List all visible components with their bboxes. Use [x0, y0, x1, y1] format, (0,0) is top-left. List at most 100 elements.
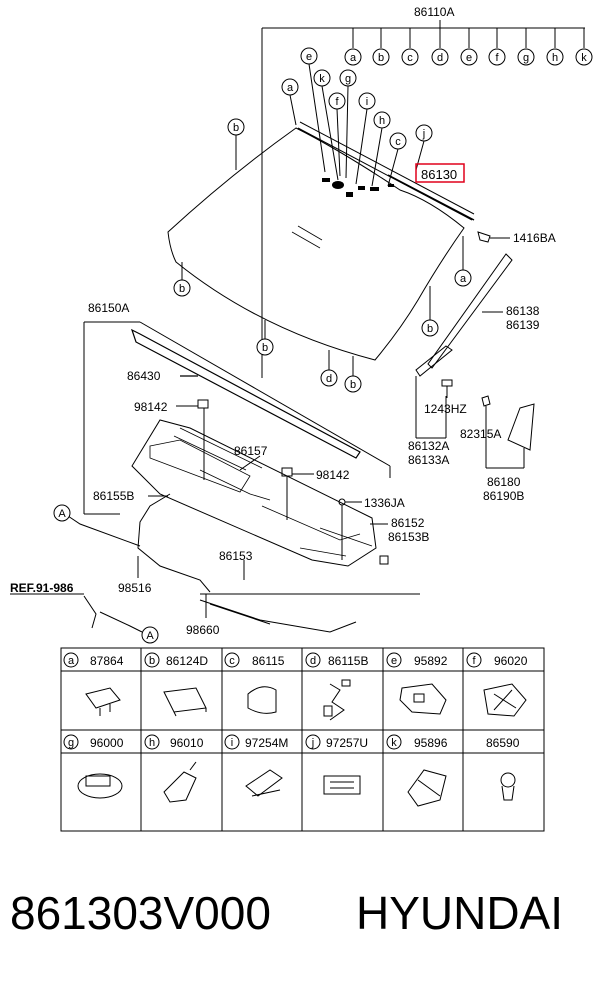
legend-row2-keys	[63, 734, 402, 750]
svg-text:a: a	[350, 52, 357, 64]
windshield-glass	[167, 121, 475, 361]
svg-text:c: c	[407, 52, 413, 64]
top-callout-circles	[344, 48, 593, 66]
label-86157: 86157	[234, 444, 268, 458]
svg-text:k: k	[581, 52, 587, 64]
point-a-markers	[53, 504, 159, 644]
svg-text:96000: 96000	[90, 736, 124, 750]
svg-text:b: b	[149, 655, 155, 667]
svg-text:g: g	[345, 73, 351, 85]
svg-text:86115B: 86115B	[328, 654, 368, 668]
hose-86155B	[137, 493, 211, 593]
svg-text:b: b	[179, 283, 185, 295]
label-82315A: 82315A	[460, 427, 501, 441]
clip-1416BA	[477, 231, 510, 243]
caption-part-number: 861303V000	[10, 887, 271, 939]
label-86155B: 86155B	[93, 489, 134, 503]
label-86130: 86130	[421, 167, 457, 182]
label-98516: 98516	[118, 581, 152, 595]
legend-row2-sketches	[77, 761, 516, 807]
label-86153B: 86153B	[388, 530, 429, 544]
top-callout-letters: a b c d e f g h k	[350, 52, 587, 64]
side-molding	[427, 253, 513, 369]
glass-mounted-clips	[322, 178, 394, 197]
svg-text:d: d	[326, 373, 332, 385]
hoses-98516-98660	[67, 515, 207, 618]
svg-text:95892: 95892	[414, 654, 448, 668]
upper-small-callout-letters: e k g f i a h c j b	[233, 51, 425, 148]
legend-row1-keys	[63, 652, 482, 668]
legend-row2-text: g 96000 h 96010 i 97254M j 97257U k 9589…	[68, 736, 520, 750]
svg-text:a: a	[68, 655, 75, 667]
glass-lower-leaders	[181, 236, 464, 376]
legend-row1-sketches	[85, 679, 527, 721]
svg-text:b: b	[233, 122, 239, 134]
svg-text:86115: 86115	[252, 654, 285, 668]
side-bracket-strip	[415, 345, 453, 439]
glass-lower-callout-letters: b b d b a b	[179, 273, 467, 391]
bracket-82315A	[481, 395, 535, 469]
label-1416BA: 1416BA	[513, 231, 556, 245]
svg-text:k: k	[391, 737, 397, 749]
svg-text:i: i	[231, 737, 233, 749]
svg-text:c: c	[395, 136, 401, 148]
svg-text:e: e	[466, 52, 472, 64]
svg-text:86590: 86590	[486, 736, 520, 750]
cowl-assembly-bracket	[83, 321, 420, 595]
caption-brand: HYUNDAI	[356, 887, 563, 939]
svg-text:86124D: 86124D	[166, 654, 208, 668]
label-ref-91-986: REF.91-986	[10, 581, 74, 595]
svg-text:a: a	[460, 273, 467, 285]
svg-text:j: j	[422, 128, 425, 140]
svg-text:c: c	[229, 655, 235, 667]
label-86153: 86153	[219, 549, 253, 563]
svg-text:b: b	[350, 379, 356, 391]
upper-small-callouts	[227, 47, 433, 150]
legend-table	[60, 647, 545, 832]
svg-text:k: k	[319, 73, 325, 85]
label-1243HZ: 1243HZ	[424, 402, 467, 416]
svg-text:d: d	[310, 655, 316, 667]
label-86138: 86138	[506, 304, 540, 318]
label-98660: 98660	[186, 623, 220, 637]
label-86150A: 86150A	[88, 301, 129, 315]
svg-text:b: b	[262, 342, 268, 354]
screw-1243HZ	[441, 379, 453, 398]
label-86430: 86430	[127, 369, 161, 383]
svg-text:b: b	[427, 323, 433, 335]
point-a-top: A	[58, 508, 66, 520]
svg-text:b: b	[378, 52, 384, 64]
svg-text:f: f	[495, 52, 499, 64]
upper-callout-leaders	[235, 63, 425, 187]
svg-text:d: d	[437, 52, 443, 64]
legend-row1-text: a 87864 b 86124D c 86115 d 86115B e 9589…	[68, 654, 528, 668]
svg-text:f: f	[335, 96, 339, 108]
svg-text:87864: 87864	[90, 654, 124, 668]
label-86139: 86139	[506, 318, 540, 332]
label-98142-left: 98142	[134, 400, 168, 414]
svg-text:f: f	[472, 655, 476, 667]
svg-text:i: i	[366, 96, 368, 108]
svg-text:h: h	[552, 52, 558, 64]
svg-text:97254M: 97254M	[245, 736, 288, 750]
svg-text:g: g	[68, 737, 74, 749]
svg-text:96010: 96010	[170, 736, 204, 750]
ref-lead-line	[10, 593, 143, 633]
label-86190B: 86190B	[483, 489, 524, 503]
svg-text:h: h	[379, 115, 385, 127]
svg-text:97257U: 97257U	[326, 736, 368, 750]
clip-1336JA	[338, 498, 362, 560]
svg-text:a: a	[287, 82, 294, 94]
nozzle-left-98142	[176, 399, 209, 480]
svg-text:j: j	[311, 737, 314, 749]
nozzle-right-98142	[281, 467, 314, 520]
label-86152: 86152	[391, 516, 425, 530]
cowl-lower-86153	[199, 560, 357, 633]
cowl-side-part	[370, 523, 389, 565]
label-86133A: 86133A	[408, 453, 449, 467]
top-callout-bracket	[261, 20, 585, 378]
label-86132A: 86132A	[408, 439, 449, 453]
svg-text:e: e	[306, 51, 312, 63]
cowl-panel-86157	[131, 419, 377, 567]
